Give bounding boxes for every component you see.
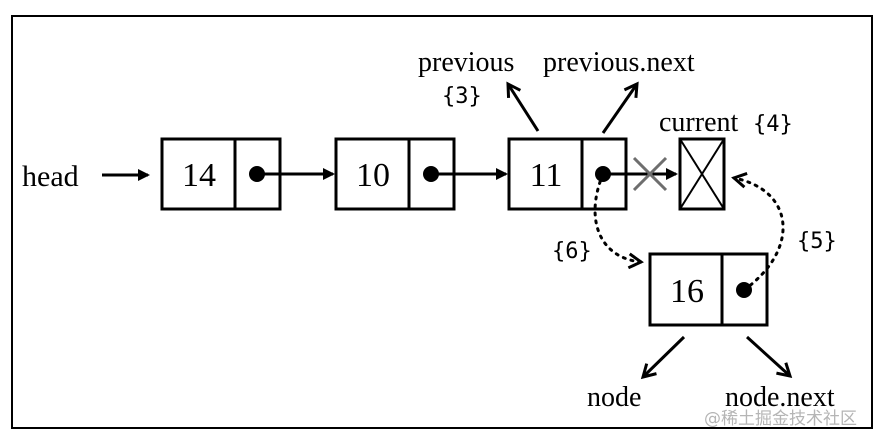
current-label: current	[659, 107, 739, 138]
node-10: 10	[334, 137, 456, 211]
node-value: 14	[182, 157, 216, 194]
node-14: 14	[160, 137, 282, 211]
previous-arrow	[506, 81, 540, 132]
head-label: head	[22, 160, 79, 193]
step-6-label: {6}	[552, 239, 592, 264]
diagram-frame	[11, 15, 873, 429]
removed-link-cross	[632, 156, 668, 192]
step-4-label: {4}	[753, 112, 793, 137]
watermark: @稀土掘金技术社区	[704, 409, 857, 429]
node-value: 11	[530, 157, 563, 194]
node-arrow	[640, 335, 686, 380]
current-node-box	[678, 137, 726, 211]
node-label: node	[587, 382, 641, 413]
node-16: 16	[648, 252, 769, 327]
previous-label: previous	[418, 47, 514, 78]
step-6-dotted-link	[593, 172, 644, 270]
step-5-dotted-link	[731, 172, 785, 292]
step-5-label: {5}	[797, 229, 837, 254]
step-3-label: {3}	[442, 84, 482, 109]
previous-next-arrow	[601, 81, 639, 134]
node-next-label: node.next	[725, 382, 835, 413]
node-value: 10	[356, 157, 390, 194]
node-next-arrow	[745, 335, 793, 378]
node-value: 16	[670, 273, 704, 310]
previous-next-label: previous.next	[543, 47, 695, 78]
